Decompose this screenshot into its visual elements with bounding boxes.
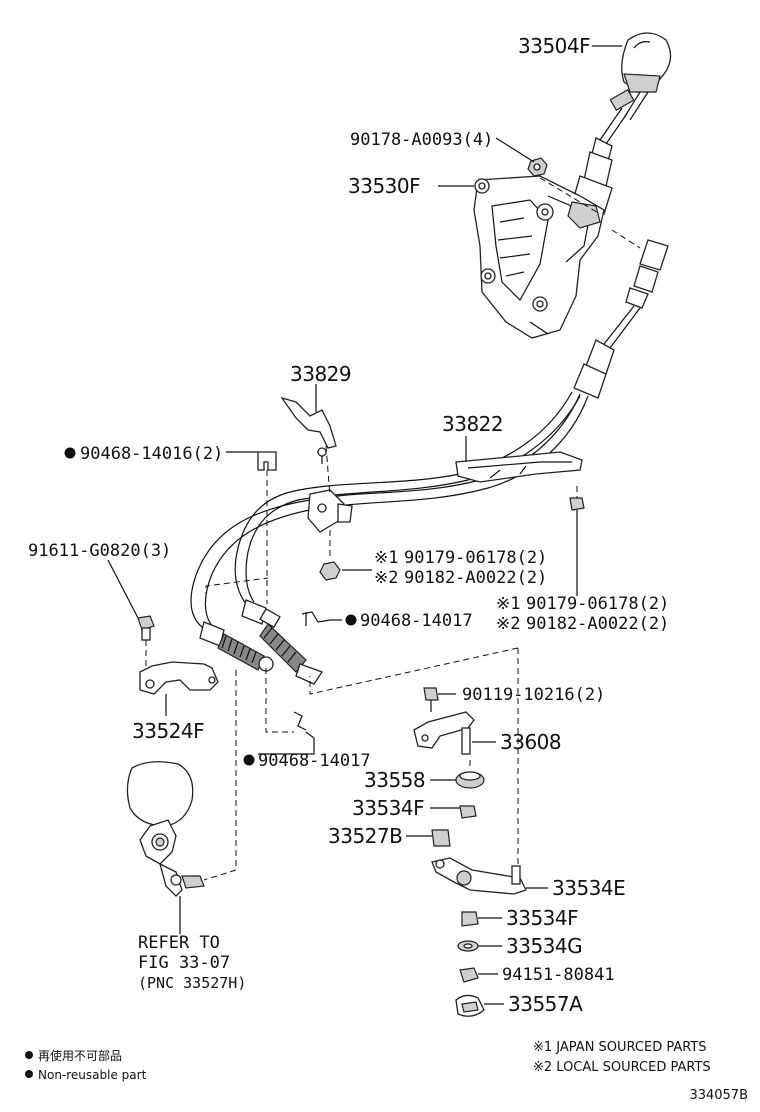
lever-33534E-drawing (431, 857, 527, 895)
legend-jp: 再使用不可部品 (38, 1048, 122, 1063)
label-33504F[interactable]: 33504F (518, 34, 591, 58)
leader-lines (107, 45, 622, 1005)
connector-drawing (573, 239, 669, 399)
refer-line-2: FIG 33-07 (138, 953, 230, 973)
legend-dot-icon (25, 1051, 33, 1059)
legend-dot-icon (25, 1070, 33, 1078)
bracket-33524F-drawing (139, 661, 219, 695)
label-33534G[interactable]: 33534G (506, 934, 583, 958)
label-33530F[interactable]: 33530F (348, 174, 421, 198)
non-reusable-marker (243, 754, 255, 766)
nut-90178-drawing (527, 157, 548, 177)
label-33608[interactable]: 33608 (500, 730, 562, 754)
label-33558[interactable]: 33558 (364, 768, 426, 792)
cable-holder-drawing (307, 489, 353, 533)
label-33534F-upper[interactable]: 33534F (352, 796, 425, 820)
nut-90179-drawing (319, 561, 341, 581)
clip-90468-14017-a-drawing (301, 611, 331, 626)
bushing-33527B-drawing (431, 829, 451, 847)
legend: 再使用不可部品 Non-reusable part (25, 1048, 147, 1082)
label-90119-10216[interactable]: 90119-10216(2) (462, 685, 605, 705)
bolt-91611-drawing (137, 615, 155, 641)
figure-id: 334057B (689, 1088, 748, 1103)
label-33557A[interactable]: 33557A (508, 992, 584, 1016)
grommet-33558-drawing (455, 771, 485, 789)
cable-bracket-33822-drawing (455, 451, 583, 483)
bracket-33829-drawing (280, 396, 337, 464)
label-90468-14017-b[interactable]: 90468-14017 (258, 751, 371, 771)
label-90178-A0093[interactable]: 90178-A0093(4) (350, 130, 493, 150)
label-90179-06178-a[interactable]: 90179-06178(2) (404, 548, 547, 568)
cap-33557A-drawing (455, 994, 485, 1017)
non-reusable-marker (64, 447, 76, 459)
label-33829[interactable]: 33829 (290, 362, 352, 386)
bolt-90179-right-drawing (569, 497, 585, 520)
note-local-sourced: ※2 LOCAL SOURCED PARTS (533, 1060, 711, 1075)
guide-lines (145, 177, 641, 881)
shift-lever-rod-drawing (571, 107, 629, 215)
clip-90468-14016-drawing (257, 451, 277, 471)
refer-line-1: REFER TO (138, 933, 220, 953)
bolt-90119-drawing (423, 687, 439, 712)
label-33527B[interactable]: 33527B (328, 824, 403, 848)
shift-cables-drawing (190, 391, 589, 685)
legend-en: Non-reusable part (38, 1068, 147, 1082)
nut-94151-drawing (459, 967, 479, 983)
mark-local-1: ※2 (374, 568, 398, 588)
label-94151-80841[interactable]: 94151-80841 (502, 965, 615, 985)
label-90182-A0022-b[interactable]: 90182-A0022(2) (526, 614, 669, 634)
transmission-lever-drawing (126, 761, 205, 897)
non-reusable-marker (345, 614, 357, 626)
footnotes: ※1 JAPAN SOURCED PARTS ※2 LOCAL SOURCED … (533, 1040, 711, 1075)
refer-line-3: (PNC 33527H) (138, 974, 246, 992)
bushing-33534F-lower-drawing (461, 911, 479, 927)
note-japan-sourced: ※1 JAPAN SOURCED PARTS (533, 1040, 707, 1055)
label-90179-06178-b[interactable]: 90179-06178(2) (526, 594, 669, 614)
label-33524F[interactable]: 33524F (132, 719, 205, 743)
bushing-33534F-upper-drawing (459, 805, 477, 819)
shift-lever-housing-drawing (473, 175, 605, 339)
label-90468-14017-a[interactable]: 90468-14017 (360, 611, 473, 631)
label-33822[interactable]: 33822 (442, 412, 504, 436)
label-91611-G0820[interactable]: 91611-G0820(3) (28, 541, 171, 561)
label-90468-14016[interactable]: 90468-14016(2) (80, 444, 223, 464)
label-90182-A0022-a[interactable]: 90182-A0022(2) (404, 568, 547, 588)
part-labels: 33504F 90178-A0093(4) 33530F 33829 33822… (28, 34, 669, 1016)
mark-japan-2: ※1 (496, 594, 520, 614)
clip-90468-14017-b-drawing (293, 711, 307, 731)
mark-japan-1: ※1 (374, 548, 398, 568)
label-33534F-lower[interactable]: 33534F (506, 906, 579, 930)
shift-knob-drawing (609, 32, 672, 121)
mark-local-2: ※2 (496, 614, 520, 634)
washer-33534G-drawing (457, 940, 479, 952)
bracket-33608-drawing (413, 711, 475, 755)
label-33534E[interactable]: 33534E (552, 876, 626, 900)
